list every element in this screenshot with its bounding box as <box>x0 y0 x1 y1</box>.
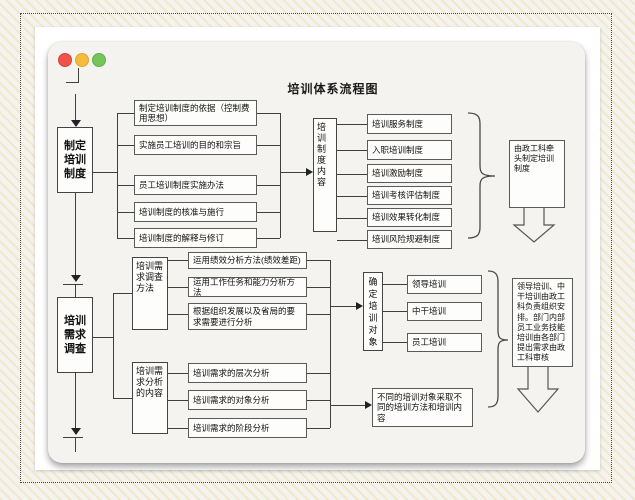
note-box: 由政工科牵头制定培训制度 <box>509 140 565 208</box>
connector-line <box>337 174 367 175</box>
connector-line <box>168 287 188 288</box>
connector-line <box>257 113 280 114</box>
target-box: 领导培训 <box>407 275 482 294</box>
connector-line <box>257 212 280 213</box>
photo-dotted-border <box>20 13 612 483</box>
analysis-box: 培训需求的阶段分析 <box>188 418 307 438</box>
note-box: 领导培训、中干培训由政工科负责组织安排。部门内部员工业务技能培训由各部门提出需求… <box>512 278 573 367</box>
connector-line <box>280 172 307 173</box>
connector-line <box>280 113 281 238</box>
analysis-box: 培训需求的层次分析 <box>188 363 307 383</box>
basis-box: 培训制度的解释与修订 <box>134 228 257 248</box>
connector-line <box>168 373 188 374</box>
connector-line <box>75 438 76 452</box>
connector-line <box>117 113 118 238</box>
basis-box: 员工培训制度实施办法 <box>134 175 257 195</box>
connector-line <box>383 284 407 285</box>
connector-line <box>93 172 117 173</box>
connector-line <box>307 287 330 288</box>
connector-line <box>75 285 76 297</box>
diagram-title: 培训体系流程图 <box>287 82 379 96</box>
minimize-button[interactable] <box>75 53 89 67</box>
target-box: 员工培训 <box>407 333 482 352</box>
method-box: 运用工作任务和能力分析方法 <box>188 277 307 297</box>
connector-line <box>75 193 76 276</box>
connector-line <box>113 293 132 294</box>
block-arrow-down-icon <box>516 367 560 413</box>
connector-line <box>168 428 188 429</box>
connector-line <box>337 124 367 125</box>
connector-line <box>75 94 76 121</box>
block-arrow-down-icon <box>512 208 556 243</box>
connector-line <box>307 373 330 374</box>
stage-need-survey-box: 培训需求调查 <box>57 297 93 373</box>
connector-line <box>337 218 367 219</box>
connector-line <box>257 145 280 146</box>
connector-line <box>337 150 367 151</box>
maximize-button[interactable] <box>92 53 106 67</box>
content-label-box: 培训制度内容 <box>313 118 337 232</box>
connector-line <box>337 196 367 197</box>
connector-line <box>307 314 330 315</box>
curly-brace <box>467 112 496 239</box>
connector-line <box>383 342 407 343</box>
connector-line <box>117 238 134 239</box>
connector-line <box>383 311 407 312</box>
connector-line <box>113 293 114 398</box>
stage-make-system-box: 制定培训制度 <box>57 127 93 193</box>
connector-line <box>63 284 83 285</box>
connector-line <box>75 373 76 429</box>
connector-line <box>330 260 331 428</box>
connector-line <box>93 337 113 338</box>
curly-brace <box>487 270 509 408</box>
connector-line <box>113 398 132 399</box>
connector-line <box>63 437 83 438</box>
connector-line <box>330 405 365 406</box>
connector-line <box>307 260 330 261</box>
arrowhead-right-icon <box>365 401 372 409</box>
connector-line <box>168 260 188 261</box>
connector-line <box>168 314 188 315</box>
connector-line <box>330 306 357 307</box>
connector-line <box>78 68 79 82</box>
connector-line <box>337 240 367 241</box>
connector-line <box>307 428 330 429</box>
close-button[interactable] <box>58 53 72 67</box>
basis-box: 培训制度的核准与施行 <box>134 202 257 222</box>
connector-line <box>257 185 280 186</box>
connector-line <box>307 400 330 401</box>
connector-line <box>117 212 134 213</box>
content-box: 培训考核评估制度 <box>367 186 452 205</box>
content-box: 培训服务制度 <box>367 114 452 134</box>
content-box: 培训激励制度 <box>367 164 452 183</box>
connector-line <box>117 185 134 186</box>
basis-box: 实施员工培训的目的和宗旨 <box>134 135 257 155</box>
method-box: 运用绩效分析方法(绩效差距) <box>188 252 307 269</box>
basis-box: 制定培训制度的依据（控制费用思想） <box>134 100 257 126</box>
arrowhead-down-icon <box>71 275 81 282</box>
connector-line <box>117 113 134 114</box>
connector-line <box>66 82 79 83</box>
content-box: 培训效果转化制度 <box>367 208 452 227</box>
connector-line <box>117 145 134 146</box>
arrowhead-right-icon <box>306 168 313 176</box>
arrowhead-down-icon <box>71 428 81 435</box>
arrowhead-down-icon <box>71 120 81 127</box>
result-box: 不同的培训对象采取不同的培训方法和培训内容 <box>372 388 473 427</box>
method-box: 根据组织发展以及省局的要求需要进行分析 <box>188 303 307 330</box>
connector-line <box>257 238 280 239</box>
analysis-box: 培训需求的对象分析 <box>188 390 307 410</box>
arrowhead-right-icon <box>356 302 363 310</box>
connector-line <box>168 400 188 401</box>
target-label-box: 确定培训对象 <box>363 272 383 351</box>
content-box: 入职培训制度 <box>367 140 452 160</box>
analysis-label-box: 培训需求分析的内容 <box>132 362 168 434</box>
content-box: 培训风险规避制度 <box>367 230 452 249</box>
method-label-box: 培训需求调查方法 <box>132 257 168 330</box>
target-box: 中干培训 <box>407 302 482 321</box>
